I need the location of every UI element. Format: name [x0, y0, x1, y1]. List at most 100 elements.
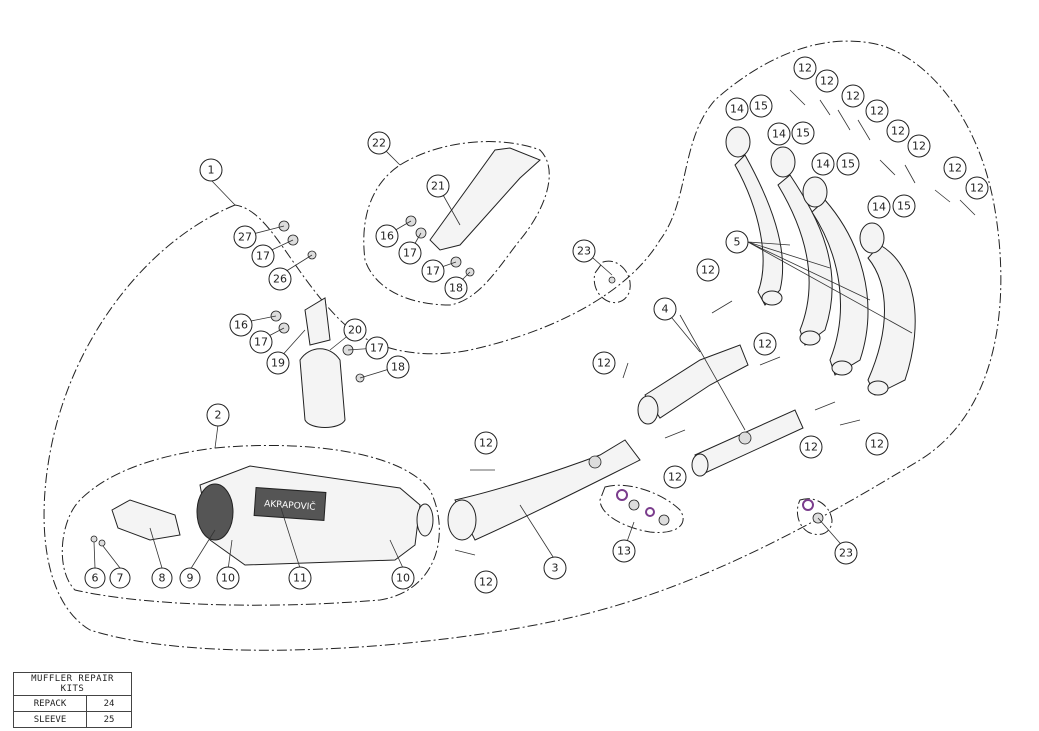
- callout-17-c: 17: [421, 259, 445, 283]
- callout-20: 20: [343, 318, 367, 342]
- repair-kits-title: MUFFLER REPAIR KITS: [13, 672, 132, 696]
- part-23a: [608, 276, 616, 284]
- header-3-end: [831, 360, 853, 376]
- svg-text:10: 10: [396, 572, 410, 585]
- header-1-end: [761, 290, 783, 306]
- svg-text:16: 16: [380, 230, 394, 243]
- callout-12-b: 12: [815, 69, 839, 93]
- svg-text:23: 23: [839, 547, 853, 560]
- collector-outlet: [637, 395, 659, 425]
- svg-text:26: 26: [273, 273, 287, 286]
- svg-text:14: 14: [772, 128, 786, 141]
- svg-text:12: 12: [479, 437, 493, 450]
- svg-text:12: 12: [758, 338, 772, 351]
- svg-text:14: 14: [730, 103, 744, 116]
- svg-text:14: 14: [872, 201, 886, 214]
- nut-13d: [658, 514, 670, 526]
- callout-12-p: 12: [474, 570, 498, 594]
- callout-15-d: 15: [892, 194, 916, 218]
- group-outline-1: [43, 40, 1002, 651]
- svg-text:12: 12: [891, 125, 905, 138]
- callout-18-a: 18: [444, 276, 468, 300]
- gasket-2: [770, 146, 796, 178]
- callout-11: 11: [288, 566, 312, 590]
- callout-7: 7: [109, 567, 131, 589]
- svg-text:12: 12: [597, 357, 611, 370]
- callout-17-d: 17: [365, 336, 389, 360]
- callout-14-c: 14: [811, 152, 835, 176]
- svg-text:12: 12: [912, 140, 926, 153]
- svg-text:8: 8: [159, 572, 166, 585]
- callout-19: 19: [266, 351, 290, 375]
- callout-23-b: 23: [834, 541, 858, 565]
- repair-kit-number: 24: [86, 695, 132, 712]
- svg-text:13: 13: [617, 545, 631, 558]
- callout-15-c: 15: [836, 152, 860, 176]
- svg-text:17: 17: [254, 336, 268, 349]
- svg-text:17: 17: [403, 247, 417, 260]
- washer-13c: [645, 507, 655, 517]
- repair-kit-number: 25: [86, 711, 132, 728]
- callout-12-n: 12: [865, 432, 889, 456]
- callout-12-e: 12: [886, 119, 910, 143]
- callout-14-b: 14: [767, 122, 791, 146]
- svg-text:18: 18: [391, 361, 405, 374]
- svg-text:2: 2: [215, 409, 222, 422]
- mid-pipe-sensor-boss: [738, 431, 752, 445]
- callout-8: 8: [151, 567, 173, 589]
- callout-12-f: 12: [907, 134, 931, 158]
- svg-text:20: 20: [348, 324, 362, 337]
- svg-text:12: 12: [820, 75, 834, 88]
- svg-text:23: 23: [577, 245, 591, 258]
- table-row: SLEEVE 25: [13, 711, 132, 728]
- springs: [454, 89, 976, 556]
- header-pipe-1: [734, 154, 784, 306]
- muffler-clamp: [299, 348, 346, 428]
- svg-text:12: 12: [846, 90, 860, 103]
- svg-text:22: 22: [372, 137, 386, 150]
- nut-13b: [628, 499, 640, 511]
- callout-17-a: 17: [249, 330, 273, 354]
- svg-text:15: 15: [897, 200, 911, 213]
- repair-kits-header-row: MUFFLER REPAIR KITS: [13, 672, 132, 696]
- callout-12-a: 12: [793, 56, 817, 80]
- callout-26: 26: [268, 267, 292, 291]
- washer-23b: [802, 499, 814, 511]
- callout-3: 3: [543, 556, 567, 580]
- callout-12-l: 12: [663, 465, 687, 489]
- callout-15-a: 15: [749, 94, 773, 118]
- svg-text:17: 17: [256, 250, 270, 263]
- callout-12-i: 12: [696, 258, 720, 282]
- svg-text:12: 12: [798, 62, 812, 75]
- callout-22: 22: [367, 131, 391, 155]
- group-outline-13: [599, 484, 684, 534]
- header-pipe-4: [867, 244, 916, 396]
- callout-12-j: 12: [753, 332, 777, 356]
- svg-text:9: 9: [187, 572, 194, 585]
- muffler-end-cap: [196, 483, 234, 541]
- svg-text:5: 5: [734, 236, 741, 249]
- callout-16-b: 16: [375, 224, 399, 248]
- callout-15-b: 15: [791, 121, 815, 145]
- callout-10a: 10: [216, 566, 240, 590]
- svg-text:4: 4: [662, 303, 669, 316]
- callout-12-g: 12: [943, 156, 967, 180]
- link-pipe-inlet: [447, 499, 477, 541]
- gasket-1: [725, 126, 751, 158]
- callout-1: 1: [199, 158, 223, 182]
- callout-10b: 10: [391, 566, 415, 590]
- svg-text:27: 27: [238, 231, 252, 244]
- header-4-end: [867, 380, 889, 396]
- repair-kit-name: REPACK: [13, 695, 87, 712]
- collector: [644, 344, 749, 419]
- svg-text:12: 12: [870, 438, 884, 451]
- link-pipe: [454, 439, 641, 541]
- akrapovic-logo-plate: [253, 487, 327, 521]
- callout-14-a: 14: [725, 97, 749, 121]
- mounting-bracket: [304, 297, 331, 346]
- mid-pipe-end: [691, 453, 709, 477]
- svg-text:10: 10: [221, 572, 235, 585]
- svg-text:1: 1: [208, 164, 215, 177]
- svg-text:12: 12: [948, 162, 962, 175]
